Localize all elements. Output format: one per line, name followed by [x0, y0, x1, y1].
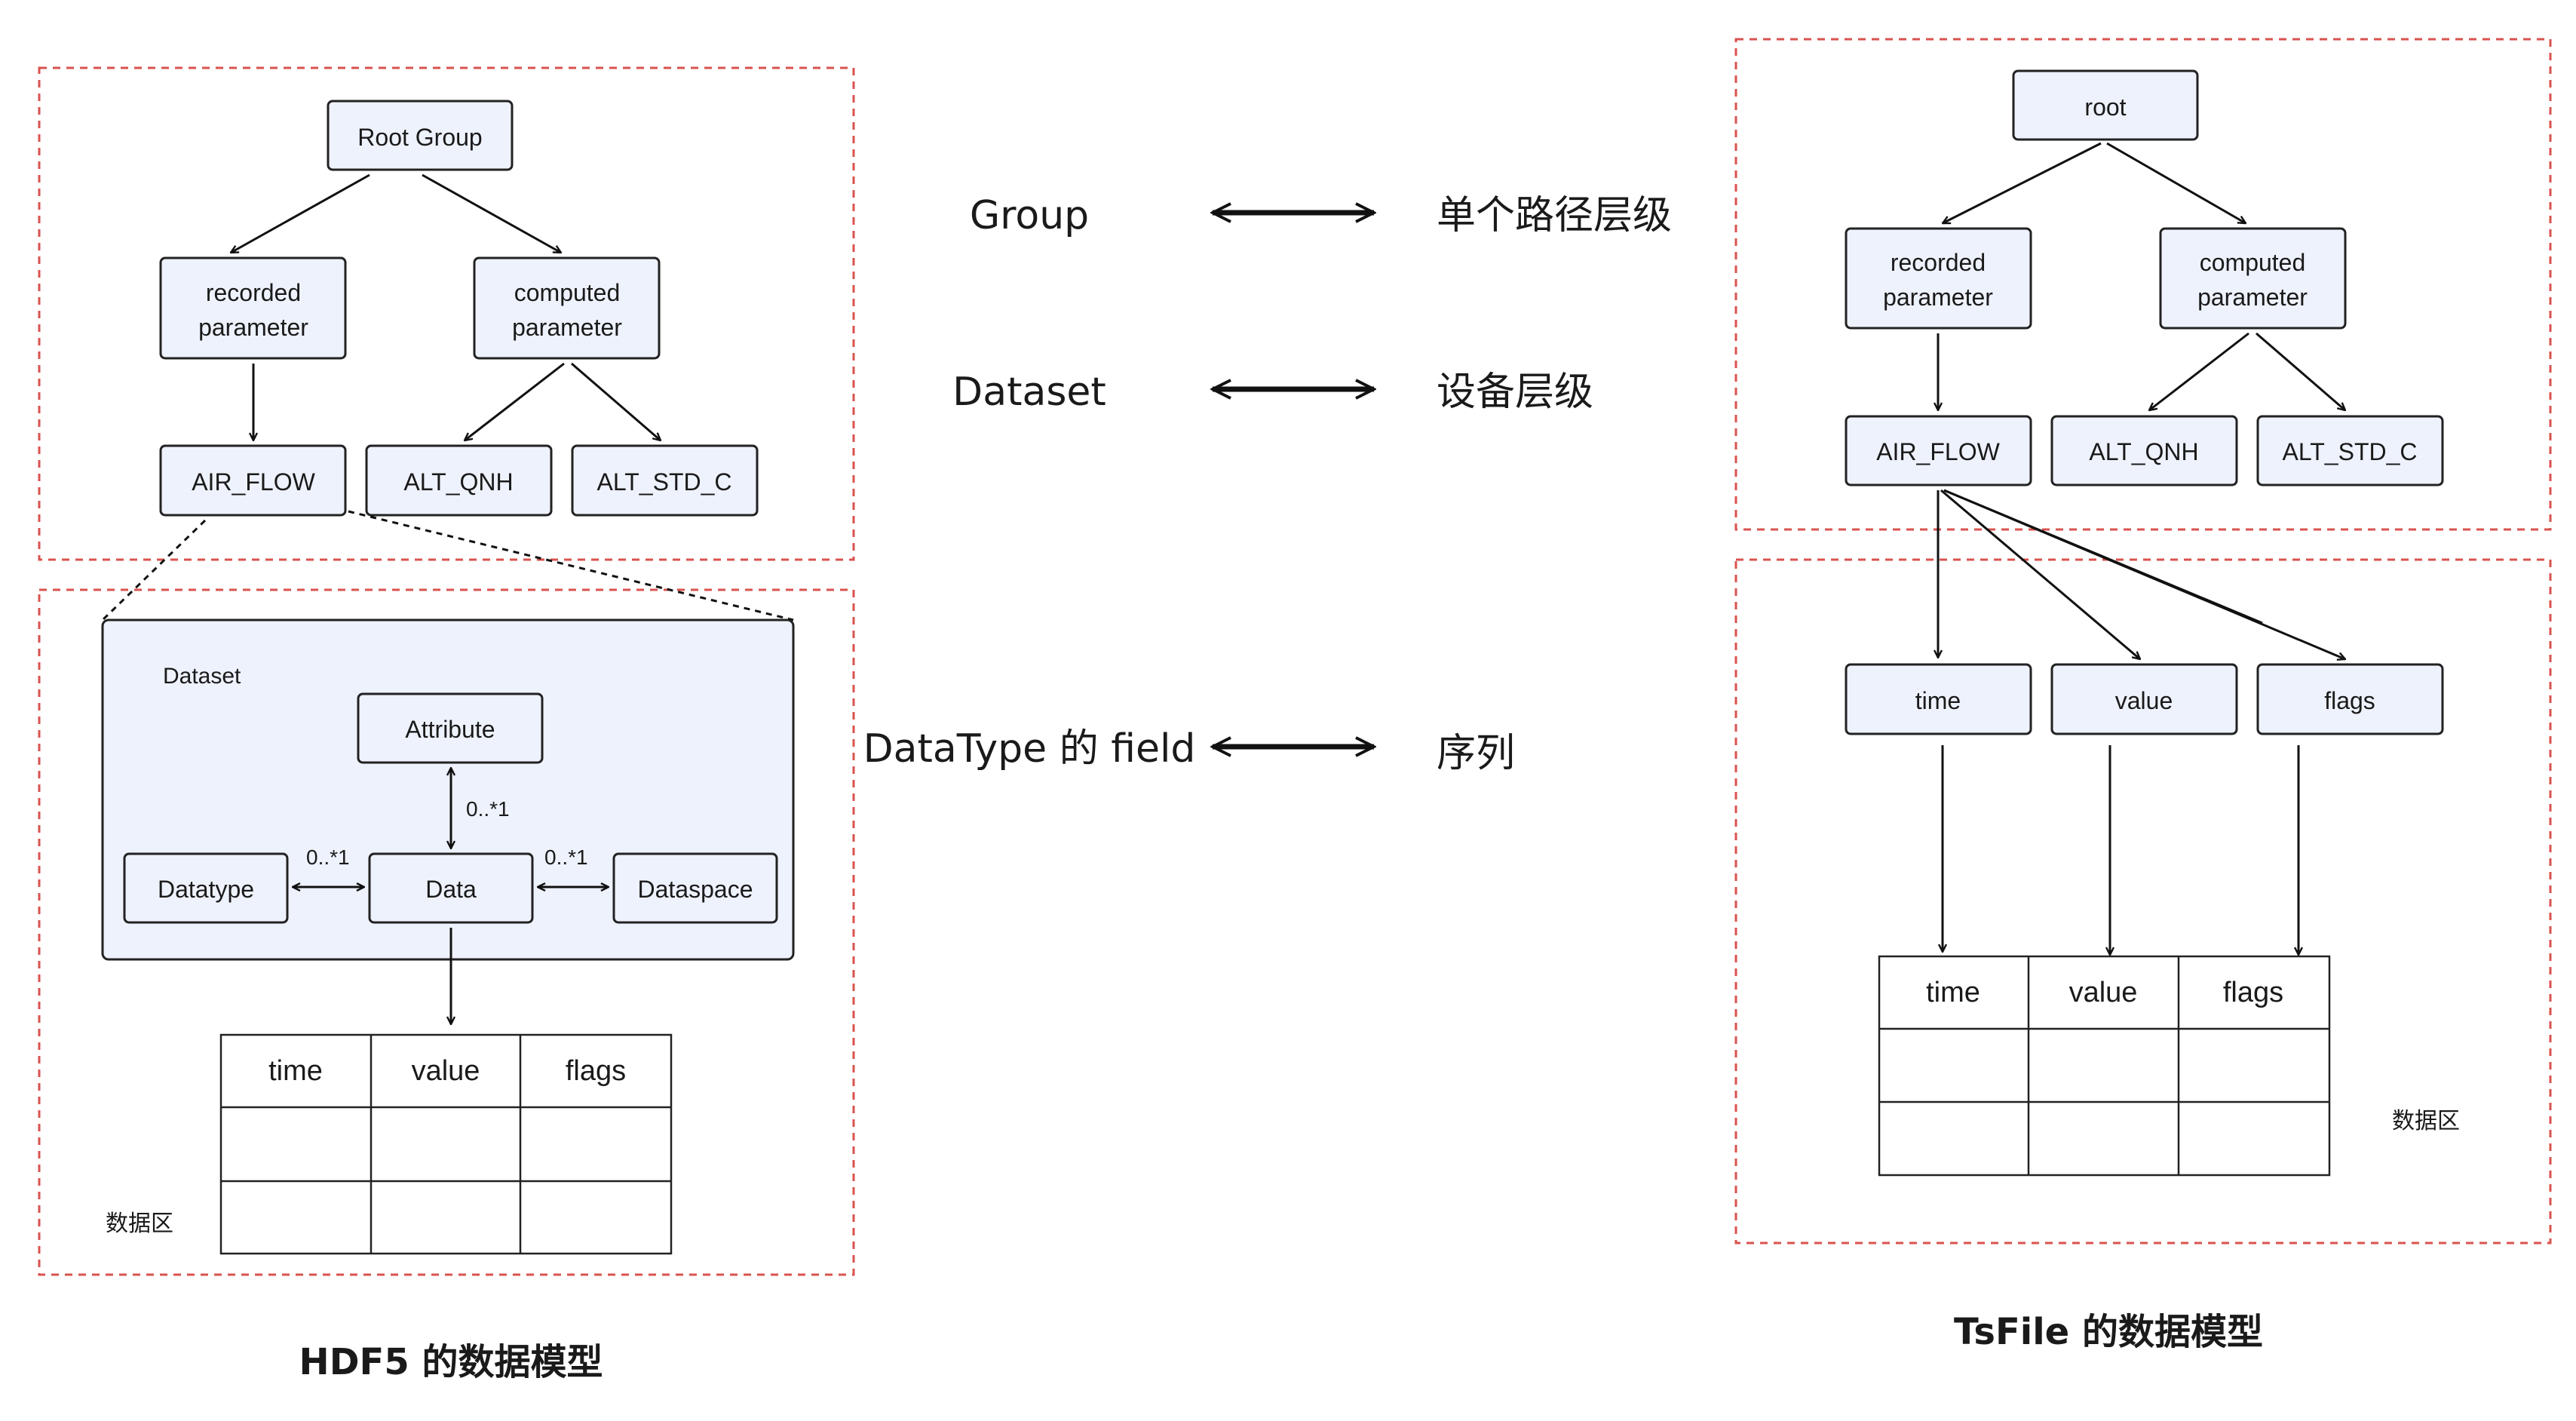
ts-table-header-flags: flags: [2223, 977, 2283, 1008]
svg-text:root: root: [2084, 94, 2126, 121]
ts-edge-airflow-flags-fan: [1943, 489, 2263, 625]
multiplicity-datatype: 0..*1: [306, 846, 350, 869]
edge-computed-altstdc: [571, 362, 661, 440]
node-recorded-parameter: recorded parameter: [159, 256, 347, 360]
hdf5-dataset-region: [38, 588, 855, 1276]
svg-text:Attribute: Attribute: [405, 716, 495, 743]
zoom-line-right: [348, 510, 794, 621]
node-data: Data: [368, 852, 534, 924]
svg-text:recorded: recorded: [206, 279, 301, 306]
ts-series-flags: flags: [2256, 663, 2444, 735]
ts-node-root: root: [2012, 69, 2199, 141]
svg-text:recorded: recorded: [1891, 249, 1986, 276]
ts-table-header-value: value: [2069, 977, 2138, 1008]
tsfile-series-region: [1734, 558, 2552, 1245]
ts-series-time: time: [1845, 663, 2032, 735]
svg-text:AIR_FLOW: AIR_FLOW: [1876, 438, 2000, 465]
svg-text:value: value: [2115, 687, 2173, 714]
mapping-left-dataset: Dataset: [952, 370, 1106, 415]
svg-text:computed: computed: [2200, 249, 2306, 276]
hdf5-model: Root Group recorded parameter computed p…: [38, 66, 855, 1383]
zoom-line-left: [101, 519, 207, 621]
svg-text:Root Group: Root Group: [357, 124, 482, 151]
edge-root-computed: [422, 173, 561, 253]
hdf5-data-table: [219, 1033, 673, 1255]
ts-series-value: value: [2050, 663, 2238, 735]
ts-node-air-flow: AIR_FLOW: [1845, 415, 2032, 486]
tsfile-data-table: [1878, 955, 2331, 1177]
svg-text:Datatype: Datatype: [158, 876, 254, 903]
mapping: Group 单个路径层级 Dataset 设备层级 DataType 的 fie…: [863, 193, 1672, 776]
svg-text:computed: computed: [514, 279, 621, 306]
node-dataspace: Dataspace: [612, 852, 778, 924]
node-root-group: Root Group: [327, 100, 514, 171]
node-attribute: Attribute: [357, 692, 544, 764]
multiplicity-attribute: 0..*1: [466, 797, 510, 821]
ts-table-header-time: time: [1926, 977, 1980, 1008]
dataset-detail-box: Dataset Attribute Datatype Data Dataspac…: [101, 618, 795, 961]
svg-text:parameter: parameter: [198, 314, 308, 341]
edge-root-recorded: [231, 173, 370, 253]
hdf5-hierarchy-region: [38, 66, 855, 561]
ts-edge-computed-altqnh: [2149, 332, 2249, 410]
ts-node-alt-std-c: ALT_STD_C: [2256, 415, 2444, 486]
hdf5-caption: HDF5 的数据模型: [299, 1341, 603, 1383]
svg-text:ALT_QNH: ALT_QNH: [2089, 438, 2198, 465]
tsfile-model: root recorded parameter computed paramet…: [1734, 38, 2552, 1353]
node-computed-parameter: computed parameter: [473, 256, 661, 360]
edge-computed-altqnh: [465, 362, 565, 440]
tsfile-caption: TsFile 的数据模型: [1954, 1311, 2263, 1353]
svg-text:ALT_STD_C: ALT_STD_C: [596, 468, 731, 496]
svg-text:ALT_STD_C: ALT_STD_C: [2282, 438, 2417, 465]
hdf5-table-header-value: value: [412, 1055, 480, 1087]
mapping-right-group: 单个路径层级: [1437, 193, 1672, 238]
node-air-flow: AIR_FLOW: [159, 444, 347, 517]
ts-node-recorded-parameter: recorded parameter: [1845, 227, 2032, 330]
node-datatype: Datatype: [123, 852, 289, 924]
ts-node-computed-parameter: computed parameter: [2159, 227, 2347, 330]
svg-text:AIR_FLOW: AIR_FLOW: [192, 468, 315, 496]
tsfile-hierarchy-region: [1734, 38, 2552, 531]
ts-edge-airflow-value: [1940, 489, 2140, 659]
ts-edge-root-recorded: [1943, 142, 2102, 225]
mapping-right-field: 序列: [1437, 731, 1515, 776]
ts-node-alt-qnh: ALT_QNH: [2050, 415, 2238, 486]
dataset-label: Dataset: [163, 664, 241, 689]
mapping-left-group: Group: [970, 193, 1089, 238]
node-alt-qnh: ALT_QNH: [365, 444, 553, 517]
mapping-left-field: DataType 的 field: [863, 726, 1196, 772]
svg-text:Dataspace: Dataspace: [638, 876, 753, 903]
node-alt-std-c: ALT_STD_C: [571, 444, 759, 517]
svg-text:Data: Data: [425, 876, 477, 903]
svg-text:parameter: parameter: [2197, 284, 2308, 311]
svg-text:ALT_QNH: ALT_QNH: [403, 468, 513, 496]
svg-text:parameter: parameter: [1883, 284, 1993, 311]
hdf5-table-header-time: time: [268, 1055, 323, 1087]
svg-text:parameter: parameter: [512, 314, 622, 341]
tsfile-data-area-label: 数据区: [2392, 1108, 2460, 1134]
hdf5-data-area-label: 数据区: [106, 1211, 173, 1237]
ts-edge-root-computed: [2106, 142, 2246, 223]
ts-edge-computed-altstdc: [2256, 332, 2345, 410]
svg-text:flags: flags: [2324, 687, 2375, 714]
hdf5-table-header-flags: flags: [566, 1055, 626, 1087]
svg-text:time: time: [1915, 687, 1961, 714]
mapping-right-dataset: 设备层级: [1437, 370, 1593, 415]
multiplicity-dataspace: 0..*1: [544, 846, 588, 869]
